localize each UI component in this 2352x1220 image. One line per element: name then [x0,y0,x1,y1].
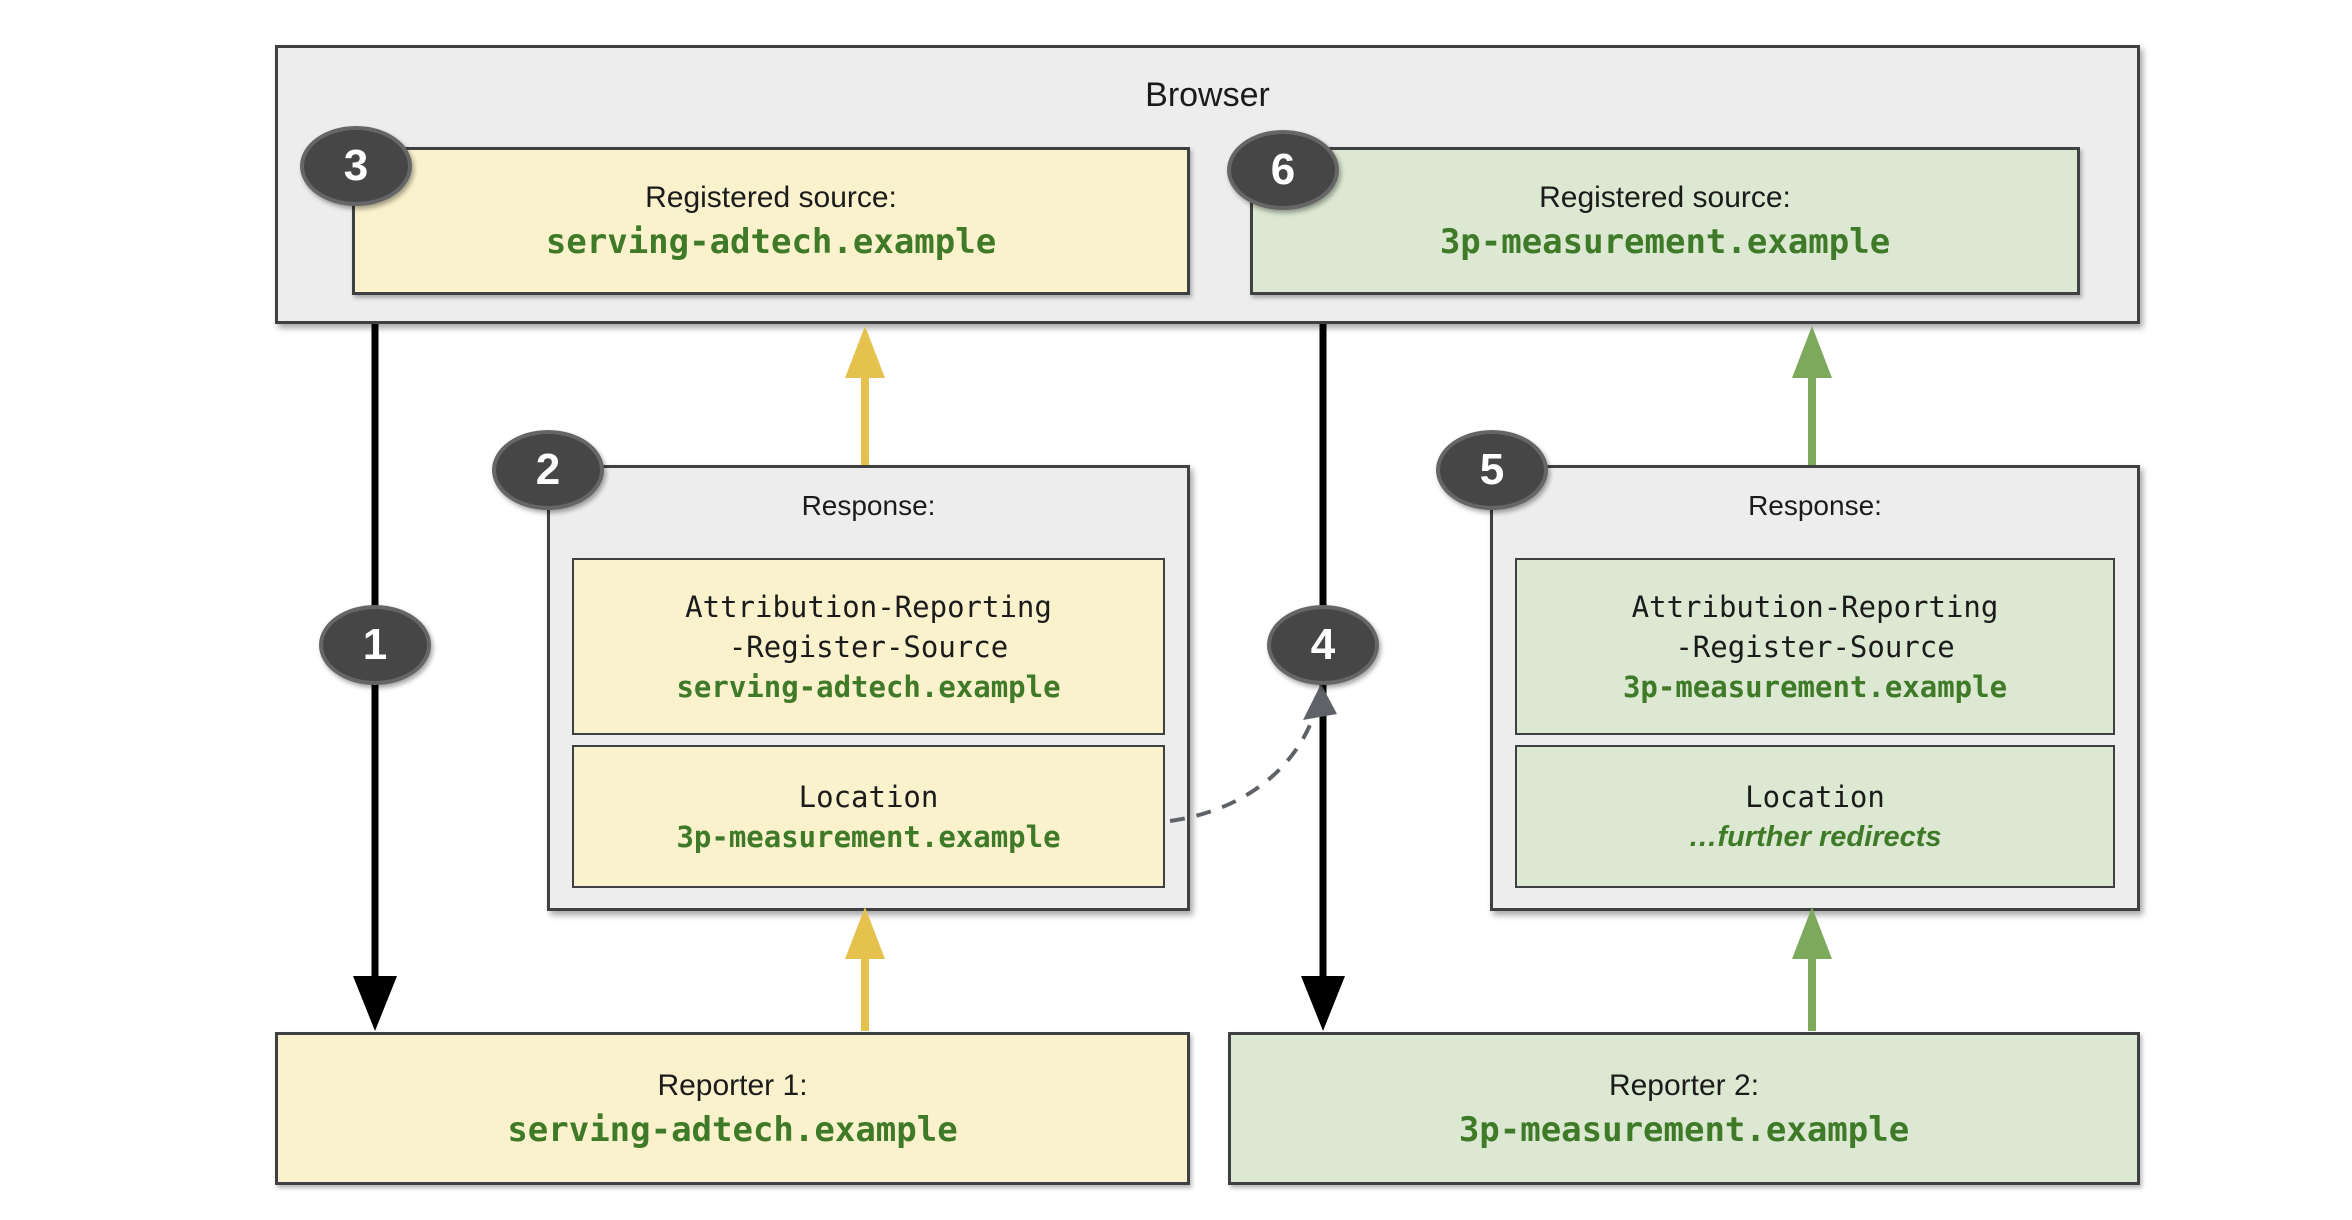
step-badge-2: 2 [492,430,604,510]
step-badge-1: 1 [319,605,431,685]
response-2-header-line1: Attribution-Reporting [1631,589,1999,624]
response-1-location-box: Location 3p-measurement.example [572,745,1165,888]
arrow-reporter1-to-response1 [845,907,885,1031]
response-2-header-box: Attribution-Reporting -Register-Source 3… [1515,558,2115,735]
response-2-location-value: …further redirects [1688,820,1942,853]
dashed-redirect-arrow [1169,684,1337,823]
response-2-header-line2: -Register-Source [1675,629,1955,664]
registered-source-2-box: Registered source: 3p-measurement.exampl… [1250,147,2080,295]
browser-title: Browser [1145,76,1270,114]
response-1-header-line2: -Register-Source [728,629,1009,664]
registered-source-1-title: Registered source: [645,181,897,214]
registered-source-2-title: Registered source: [1539,181,1791,214]
registered-source-2-domain: 3p-measurement.example [1439,222,1891,262]
arrow-response2-to-browser [1792,326,1832,465]
response-2-location-box: Location …further redirects [1515,745,2115,888]
arrow-response1-to-browser [845,326,885,465]
response-2-title: Response: [1748,490,1882,521]
arrow-reporter2-to-response2 [1792,907,1832,1031]
response-1-location-value: 3p-measurement.example [676,819,1061,854]
reporter-1-box: Reporter 1: serving-adtech.example [275,1032,1190,1185]
step-badge-5: 5 [1436,430,1548,510]
reporter-2-domain: 3p-measurement.example [1458,1109,1910,1150]
step-badge-3: 3 [300,126,412,206]
response-2-header-domain: 3p-measurement.example [1622,669,2008,704]
response-2-location-label: Location [1745,779,1885,814]
reporter-1-title: Reporter 1: [657,1068,808,1102]
response-1-header-line1: Attribution-Reporting [685,589,1052,624]
reporter-2-box: Reporter 2: 3p-measurement.example [1228,1032,2140,1185]
step-badge-6: 6 [1227,130,1339,210]
response-1-title: Response: [801,490,936,521]
response-1-location-label: Location [798,779,939,814]
registered-source-1-domain: serving-adtech.example [545,222,997,262]
reporter-2-title: Reporter 2: [1608,1068,1760,1102]
registered-source-1-box: Registered source: serving-adtech.exampl… [352,147,1190,295]
reporter-1-domain: serving-adtech.example [507,1109,958,1150]
step-badge-4: 4 [1267,605,1379,685]
response-1-header-domain: serving-adtech.example [676,669,1061,704]
response-1-header-box: Attribution-Reporting -Register-Source s… [572,558,1165,735]
